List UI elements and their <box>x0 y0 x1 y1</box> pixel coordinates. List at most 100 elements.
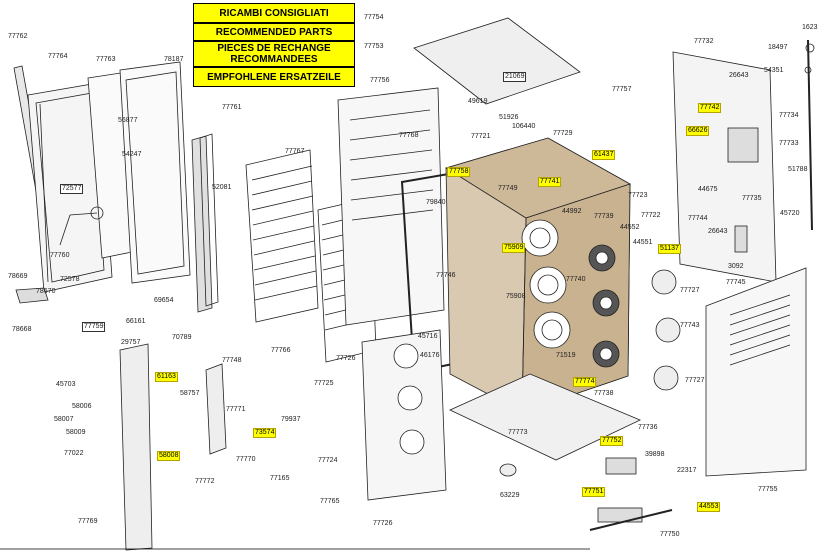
legend-title-de: EMPFOHLENE ERSATZEILE <box>193 67 355 87</box>
part-label: 77735 <box>742 195 762 202</box>
part-label: 77753 <box>364 43 384 50</box>
bottom-drain-parts <box>499 457 673 531</box>
bottom-hinge <box>15 287 49 304</box>
part-label: 1623 <box>802 24 818 31</box>
part-label: 77726 <box>373 520 393 527</box>
part-label: 77754 <box>364 14 384 21</box>
door-hinge-bar <box>191 133 219 313</box>
part-label: 77746 <box>436 272 456 279</box>
part-label: 77733 <box>779 140 799 147</box>
part-label: 77744 <box>688 215 708 222</box>
part-label: 46176 <box>420 352 440 359</box>
part-label: 77740 <box>566 276 586 283</box>
base-tray <box>449 373 641 461</box>
part-label-recommended: 66626 <box>686 126 710 136</box>
part-label: 77763 <box>96 56 116 63</box>
part-label-recommended: 77751 <box>582 487 606 497</box>
part-label: 63229 <box>500 492 520 499</box>
part-label: 77739 <box>594 213 614 220</box>
part-label: 77729 <box>553 130 573 137</box>
part-label: 70789 <box>172 334 192 341</box>
heating-elements <box>521 219 571 349</box>
side-wall-panel <box>337 87 445 326</box>
part-label: 79937 <box>281 416 301 423</box>
part-label-recommended: 61437 <box>592 150 616 160</box>
part-label: 77771 <box>226 406 246 413</box>
electrical-panel <box>672 51 777 283</box>
part-label: 54247 <box>122 151 142 158</box>
rear-motors <box>651 269 681 391</box>
part-label: 77725 <box>314 380 334 387</box>
part-label: 79840 <box>426 199 446 206</box>
left-rack <box>245 149 319 323</box>
recommended-parts-legend: RICAMBI CONSIGLIATI RECOMMENDED PARTS PI… <box>193 3 355 87</box>
part-label: 26643 <box>708 228 728 235</box>
part-label: 45720 <box>780 210 800 217</box>
part-label: 58009 <box>66 429 86 436</box>
door-handle <box>59 206 104 246</box>
part-label: 77766 <box>271 347 291 354</box>
part-label-recommended: 77758 <box>447 167 471 177</box>
part-label: 77767 <box>285 148 305 155</box>
part-label-recommended: 77741 <box>538 177 562 187</box>
part-label: 51788 <box>788 166 808 173</box>
part-label: 72577 <box>60 184 84 194</box>
part-label-recommended: 73574 <box>253 428 277 438</box>
part-label: 77759 <box>82 322 106 332</box>
part-label-recommended: 77742 <box>698 103 722 113</box>
part-label: 52081 <box>212 184 232 191</box>
part-label: 77768 <box>399 132 419 139</box>
part-label: 69654 <box>154 297 174 304</box>
part-label: 39898 <box>645 451 665 458</box>
part-label: 72578 <box>60 276 80 283</box>
part-label: 58757 <box>180 390 200 397</box>
part-label: 77773 <box>508 429 528 436</box>
part-label: 45716 <box>418 333 438 340</box>
fan-baffle-plate <box>361 329 447 501</box>
part-label: 77743 <box>680 322 700 329</box>
part-label-recommended: 77774 <box>573 377 597 387</box>
part-label: 26643 <box>729 72 749 79</box>
part-label: 77756 <box>370 77 390 84</box>
part-label: 77732 <box>694 38 714 45</box>
part-label-recommended: 51137 <box>658 244 681 254</box>
control-board-bracket <box>205 363 227 455</box>
part-label: 77760 <box>50 252 70 259</box>
part-label: 78669 <box>8 273 28 280</box>
part-label: 78668 <box>12 326 32 333</box>
part-label: 56877 <box>118 117 138 124</box>
legend-title-fr: PIECES DE RECHANGE RECOMMANDEES <box>193 41 355 67</box>
part-label: 78187 <box>164 56 184 63</box>
legend-title-it: RICAMBI CONSIGLIATI <box>193 3 355 23</box>
part-label: 77769 <box>78 518 98 525</box>
part-label: 77722 <box>641 212 661 219</box>
part-label: 77736 <box>638 424 658 431</box>
part-label: 66161 <box>126 318 146 325</box>
part-label: 44551 <box>633 239 653 246</box>
part-label: 77723 <box>628 192 648 199</box>
part-label: 44552 <box>620 224 640 231</box>
part-label: 22317 <box>677 467 697 474</box>
part-label-recommended: 61163 <box>155 372 178 382</box>
side-cover-panel <box>705 267 807 477</box>
part-label: 58007 <box>54 416 74 423</box>
part-label: 77748 <box>222 357 242 364</box>
fan-motors <box>588 244 620 368</box>
part-label: 77165 <box>270 475 290 482</box>
part-label: 77745 <box>726 279 746 286</box>
control-panel-column <box>119 343 153 551</box>
part-label: 51926 <box>499 114 519 121</box>
part-label: 18497 <box>768 44 788 51</box>
part-label: 21069 <box>503 72 527 82</box>
part-label: 75908 <box>506 293 526 300</box>
part-label-recommended: 77752 <box>600 436 624 446</box>
part-label: 77761 <box>222 104 242 111</box>
part-label: 44675 <box>698 186 718 193</box>
part-label: 77755 <box>758 486 778 493</box>
part-label: 77765 <box>320 498 340 505</box>
part-label: 77738 <box>594 390 614 397</box>
part-label: 77757 <box>612 86 632 93</box>
part-label: 3092 <box>728 263 744 270</box>
door-glass-inner <box>87 61 191 284</box>
